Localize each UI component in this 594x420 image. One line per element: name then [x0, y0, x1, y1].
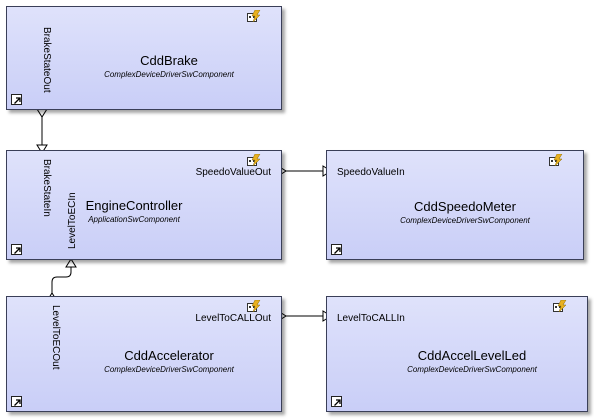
- component-cdd-speedo-meter[interactable]: SpeedoValueIn CddSpeedoMeter ComplexDevi…: [326, 150, 584, 260]
- connector-speedo-value[interactable]: [277, 165, 332, 177]
- connector-brake-state[interactable]: [36, 108, 48, 154]
- component-type: ComplexDeviceDriverSwComponent: [400, 216, 530, 225]
- shortcut-arrow-icon[interactable]: [331, 244, 342, 255]
- component-lightning-icon: [247, 154, 261, 166]
- component-cdd-brake[interactable]: CddBrake ComplexDeviceDriverSwComponent …: [6, 6, 282, 110]
- shortcut-arrow-icon[interactable]: [11, 94, 22, 105]
- shortcut-arrow-icon[interactable]: [11, 396, 22, 407]
- component-type: ComplexDeviceDriverSwComponent: [104, 70, 234, 79]
- component-name: CddSpeedoMeter: [414, 199, 516, 214]
- port-level-to-call-out[interactable]: LevelToCALLOut: [195, 313, 271, 324]
- component-name: CddAccelLevelLed: [417, 348, 527, 363]
- component-lightning-icon: [553, 300, 567, 312]
- component-cdd-accelerator[interactable]: LevelToECOut LevelToCALLOut CddAccelerat…: [6, 296, 282, 412]
- port-speedo-value-in[interactable]: SpeedoValueIn: [337, 167, 405, 178]
- connector-level-to-call[interactable]: [277, 310, 332, 322]
- component-type: ComplexDeviceDriverSwComponent: [104, 365, 234, 374]
- component-name: CddAccelerator: [124, 348, 214, 363]
- component-lightning-icon: [549, 154, 563, 166]
- component-name: EngineController: [85, 198, 183, 213]
- shortcut-arrow-icon[interactable]: [331, 396, 342, 407]
- component-lightning-icon: [247, 10, 261, 22]
- component-engine-controller[interactable]: BrakeStateIn LevelToECIn SpeedoValueOut …: [6, 150, 282, 260]
- component-name: CddBrake: [140, 53, 198, 68]
- port-speedo-value-out[interactable]: SpeedoValueOut: [195, 167, 271, 178]
- component-cdd-accel-level-led[interactable]: LevelToCALLIn CddAccelLevelLed ComplexDe…: [326, 296, 588, 412]
- component-type: ApplicationSwComponent: [88, 215, 180, 224]
- port-brake-state-out[interactable]: BrakeStateOut: [41, 27, 52, 93]
- component-lightning-icon: [247, 300, 261, 312]
- shortcut-arrow-icon[interactable]: [11, 244, 22, 255]
- component-type: ComplexDeviceDriverSwComponent: [407, 365, 537, 374]
- connector-level-to-ec[interactable]: [46, 258, 77, 302]
- port-level-to-call-in[interactable]: LevelToCALLIn: [337, 313, 405, 324]
